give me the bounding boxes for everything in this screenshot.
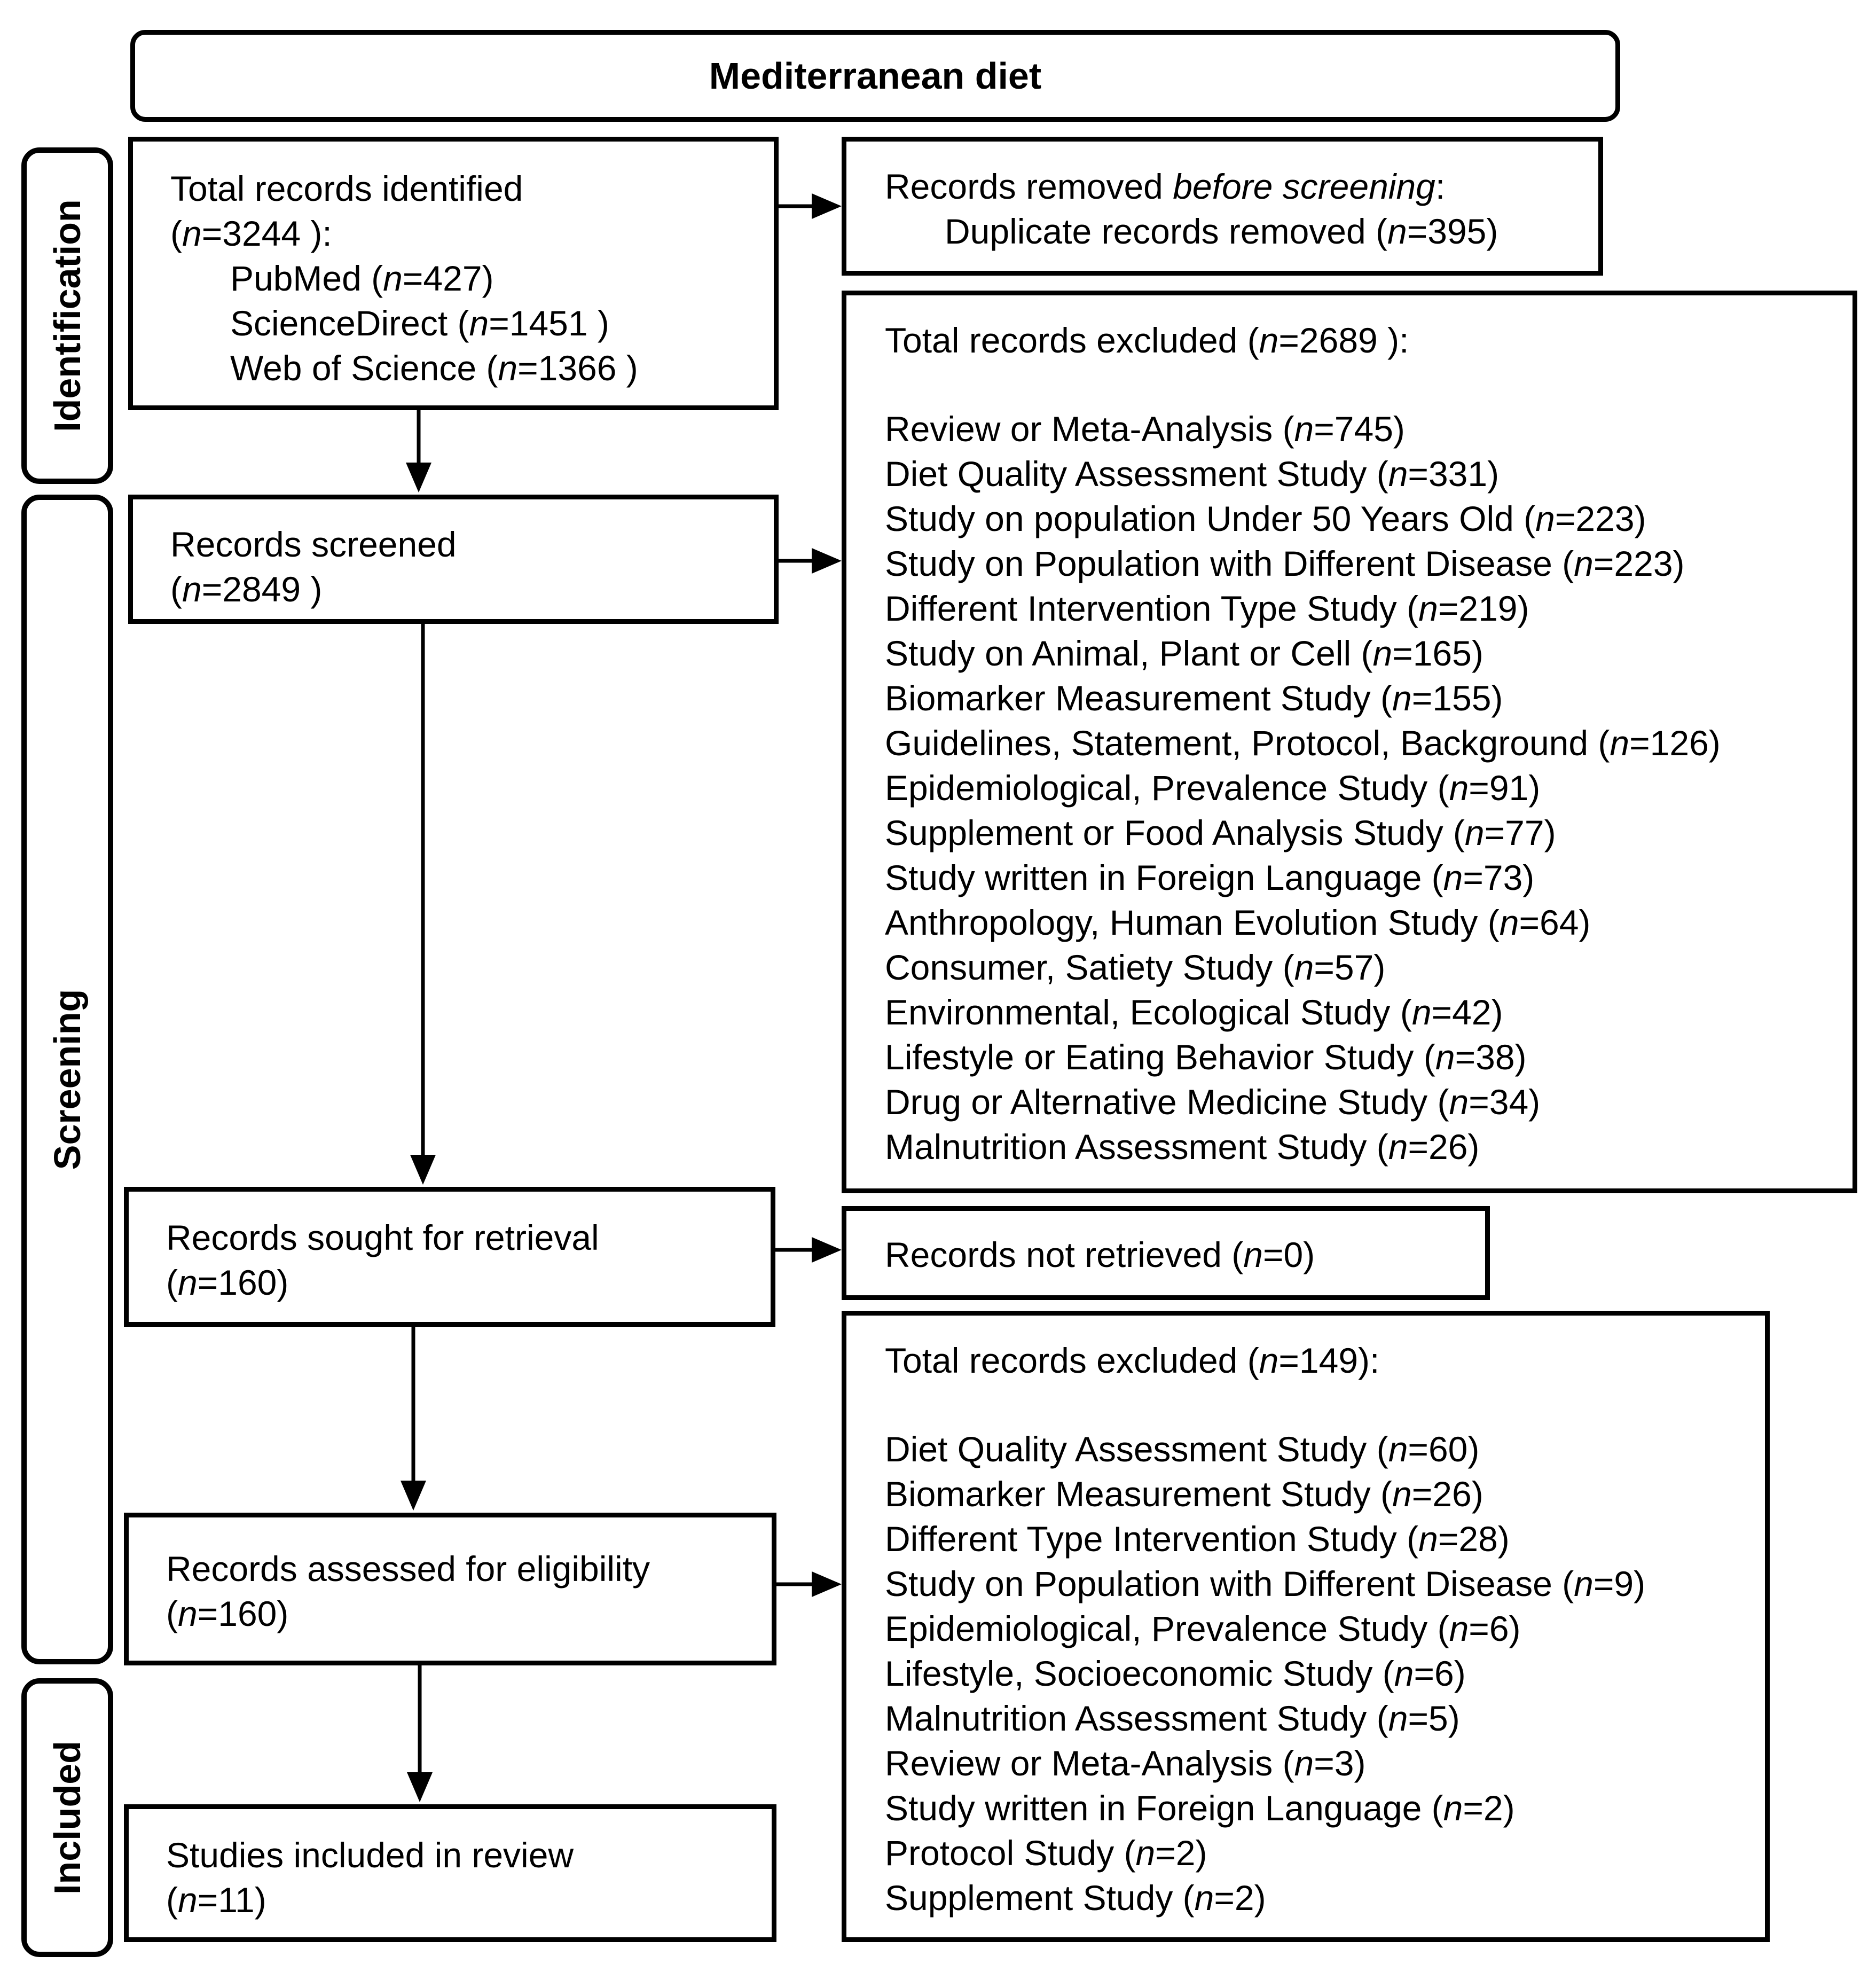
- sought-count: (n=160): [166, 1263, 289, 1302]
- excluded-eligibility-total: Total records excluded (n=149):: [885, 1341, 1380, 1380]
- excluded-eligibility-box: Total records excluded (n=149): Diet Qua…: [842, 1311, 1770, 1942]
- not-retrieved-label: Records not retrieved (n=0): [885, 1235, 1315, 1274]
- excluded-eligibility-item: Biomarker Measurement Study (n=26): [885, 1474, 1483, 1514]
- excluded-eligibility-item: Malnutrition Assessment Study (n=5): [885, 1699, 1460, 1738]
- duplicates-removed: Duplicate records removed (n=395): [945, 212, 1498, 251]
- screened-box: Records screened (n=2849 ): [128, 495, 779, 624]
- arrowhead-down: [406, 463, 431, 492]
- included-label: Studies included in review: [166, 1835, 574, 1875]
- source-pubmed: PubMed (n=427): [230, 259, 494, 298]
- assessed-label: Records assessed for eligibility: [166, 1549, 650, 1589]
- excluded-screening-item: Guidelines, Statement, Protocol, Backgro…: [885, 723, 1721, 763]
- sought-label: Records sought for retrieval: [166, 1218, 599, 1257]
- title-box: Mediterranean diet: [130, 30, 1620, 122]
- excluded-screening-item: Supplement or Food Analysis Study (n=77): [885, 813, 1556, 852]
- not-retrieved-box: Records not retrieved (n=0): [842, 1206, 1490, 1300]
- excluded-screening-item: Different Intervention Type Study (n=219…: [885, 589, 1529, 628]
- excluded-eligibility-item: Review or Meta-Analysis (n=3): [885, 1743, 1366, 1783]
- arrowhead-right: [812, 193, 842, 219]
- excluded-screening-item: Epidemiological, Prevalence Study (n=91): [885, 768, 1541, 808]
- arrowhead-down: [407, 1772, 433, 1802]
- excluded-eligibility-item: Diet Quality Assessment Study (n=60): [885, 1429, 1480, 1469]
- excluded-screening-item: Consumer, Satiety Study (n=57): [885, 948, 1386, 987]
- excluded-eligibility-item: Study written in Foreign Language (n=2): [885, 1788, 1515, 1828]
- excluded-eligibility-item: Epidemiological, Prevalence Study (n=6): [885, 1609, 1521, 1648]
- included-box: Studies included in review (n=11): [124, 1804, 776, 1942]
- excluded-screening-item: Environmental, Ecological Study (n=42): [885, 992, 1503, 1032]
- excluded-screening-item: Diet Quality Assessment Study (n=331): [885, 454, 1500, 494]
- source-sciencedirect: ScienceDirect (n=1451 ): [230, 303, 609, 343]
- identified-title: Total records identified: [170, 169, 523, 208]
- excluded-screening-item: Biomarker Measurement Study (n=155): [885, 678, 1503, 718]
- excluded-eligibility-item: Supplement Study (n=2): [885, 1878, 1266, 1918]
- arrowhead-down: [401, 1481, 426, 1511]
- identified-box: Total records identified (n=3244 ): PubM…: [128, 137, 779, 410]
- assessed-box: Records assessed for eligibility (n=160): [124, 1513, 776, 1665]
- excluded-screening-item: Anthropology, Human Evolution Study (n=6…: [885, 903, 1591, 942]
- excluded-screening-item: Drug or Alternative Medicine Study (n=34…: [885, 1082, 1541, 1122]
- assessed-count: (n=160): [166, 1594, 289, 1633]
- screened-label: Records screened: [170, 525, 457, 564]
- excluded-screening-total: Total records excluded (n=2689 ):: [885, 320, 1409, 360]
- excluded-eligibility-item: Study on Population with Different Disea…: [885, 1564, 1646, 1603]
- removed-title: Records removed before screening:: [885, 167, 1446, 206]
- excluded-eligibility-item: Different Type Intervention Study (n=28): [885, 1519, 1510, 1559]
- excluded-screening-item: Review or Meta-Analysis (n=745): [885, 409, 1405, 449]
- excluded-screening-item: Study on Animal, Plant or Cell (n=165): [885, 633, 1483, 673]
- excluded-screening-item: Study written in Foreign Language (n=73): [885, 858, 1535, 897]
- sought-box: Records sought for retrieval (n=160): [124, 1187, 775, 1327]
- diagram-title: Mediterranean diet: [709, 55, 1042, 97]
- excluded-eligibility-item: Lifestyle, Socioeconomic Study (n=6): [885, 1654, 1466, 1693]
- arrowhead-right: [812, 1571, 842, 1597]
- source-web-of-science: Web of Science (n=1366 ): [230, 348, 638, 388]
- identified-total: (n=3244 ):: [170, 214, 332, 253]
- phase-identification: Identification: [21, 147, 113, 484]
- excluded-screening-item: Study on Population with Different Disea…: [885, 544, 1685, 583]
- excluded-eligibility-item: Protocol Study (n=2): [885, 1833, 1207, 1873]
- phase-included: Included: [21, 1678, 113, 1957]
- arrowhead-right: [812, 1237, 842, 1263]
- removed-box: Records removed before screening: Duplic…: [842, 137, 1603, 276]
- screened-count: (n=2849 ): [170, 569, 323, 609]
- excluded-screening-item: Malnutrition Assessment Study (n=26): [885, 1127, 1480, 1167]
- included-count: (n=11): [166, 1880, 266, 1920]
- excluded-screening-item: Study on population Under 50 Years Old (…: [885, 499, 1646, 538]
- arrowhead-down: [410, 1155, 436, 1185]
- phase-screening: Screening: [21, 495, 113, 1664]
- arrowhead-right: [812, 548, 842, 574]
- excluded-screening-item: Lifestyle or Eating Behavior Study (n=38…: [885, 1037, 1527, 1077]
- excluded-screening-box: Total records excluded (n=2689 ): Review…: [842, 291, 1857, 1193]
